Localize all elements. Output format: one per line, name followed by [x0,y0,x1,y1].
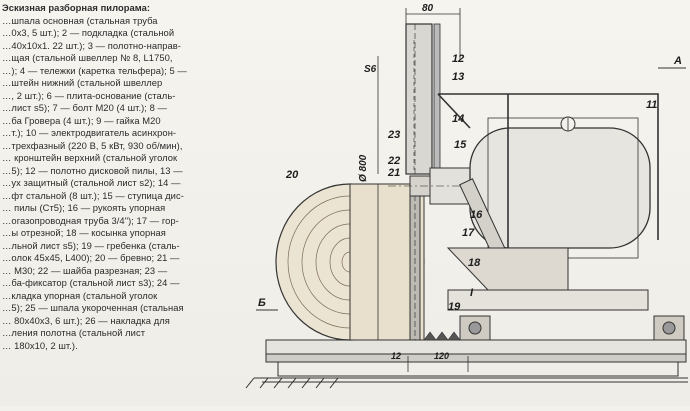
view-a-label: A [673,55,682,67]
legend-line: …ух защитный (стальной лист s2); 14 — [2,177,181,188]
dim-bottom-right: 120 [434,351,449,361]
legend-lines: …шпала основная (стальная труба…0х3, 5 ш… [2,15,250,353]
sawmill-drawing: 80 S6 Ø 800 12 120 A Б I 12 13 14 15 16 … [238,0,690,406]
lower-support [446,247,649,311]
callout-23: 23 [387,129,400,141]
legend-line: …штейн нижний (стальной швеллер [2,77,163,88]
callout-11: 11 [646,99,657,111]
legend-line: …т.); 10 — электродвигатель асинхрон- [2,127,177,138]
dim-thickness: S6 [364,64,377,75]
legend-line: … 80х40х3, 6 шт.); 26 — накладка для [2,314,170,326]
callout-group: 12 13 14 15 16 17 18 19 20 21 22 23 11 [285,53,657,313]
callout-14: 14 [452,113,464,125]
callout-22: 22 [387,155,400,167]
legend-line: …кладка упорная (стальной уголок [2,289,158,301]
legend-line: …5); 25 — шпала укороченная (стальная [2,302,184,313]
sawmill-svg: 80 S6 Ø 800 12 120 A Б I 12 13 14 15 16 … [245,3,688,389]
callout-16: 16 [470,209,483,221]
legend-line: … пилы (Ст5); 16 — рукоять упорная [2,202,166,213]
legend-text: Эскизная разборная пилорама: …шпала осно… [0,0,250,406]
callout-13: 13 [452,71,464,83]
base-rail [265,339,687,377]
callout-21: 21 [387,167,400,179]
legend-line: …40х10х1. 22 шт.); 3 — полотно-направ- [2,39,181,51]
legend-line: …ления полотна (стальной лист [2,327,146,338]
carriages [459,315,685,341]
legend-line: … 180х10, 2 шт.). [2,339,78,351]
legend-line: …трехфазный (220 В, 5 кВт, 930 об/мин), [2,139,183,151]
upper-bracket [437,93,659,250]
blade-guard [405,23,441,175]
legend-line: …фт стальной (8 шт.); 15 — ступица дис- [2,189,184,201]
legend-line: …, 2 шт.); 6 — плита-основание (сталь- [2,89,176,101]
legend-line: …шпала основная (стальная труба [2,14,158,26]
section-label: I [470,287,474,299]
ground-hatch [245,377,688,389]
callout-15: 15 [454,139,467,151]
callout-20: 20 [285,169,299,181]
callout-12: 12 [452,53,464,65]
legend-line: …); 4 — тележки (каретка тельфера); 5 — [2,64,187,76]
dimension-lines [377,8,469,372]
log [275,183,425,341]
dim-diameter: Ø 800 [358,154,369,182]
view-b-label: Б [258,297,266,309]
callout-17: 17 [462,227,475,239]
legend-line: … М30; 22 — шайба разрезная; 23 — [2,264,168,276]
legend-line: …огазопроводная труба 3/4"); 17 — гор- [2,214,179,226]
legend-line: …ба Гровера (4 шт.); 9 — гайка М20 [2,114,161,126]
callout-19: 19 [448,301,461,313]
legend-line: …льной лист s5); 19 — гребенка (сталь- [2,239,180,251]
callout-18: 18 [468,257,481,269]
dim-bottom-left: 12 [391,351,401,361]
dim-top-width: 80 [422,3,434,14]
legend-line: …5); 12 — полотно дисковой пилы, 13 — [2,164,183,176]
legend-line: …олок 45х45, L400); 20 — бревно; 21 — [2,252,180,263]
legend-line: …щая (стальной швеллер № 8, L1750, [2,52,173,63]
legend-line: …0х3, 5 шт.); 2 — подкладка (стальной [2,27,175,38]
legend-line: …лист s5); 7 — болт М20 (4 шт.); 8 — [2,102,167,113]
legend-line: …ба-фиксатор (стальной лист s3); 24 — [2,277,180,288]
legend-title: Эскизная разборная пилорама: [2,2,151,13]
legend-line: …ы отрезной; 18 — косынка упорная [2,227,166,238]
legend-line: … кронштейн верхний (стальной уголок [2,152,178,163]
